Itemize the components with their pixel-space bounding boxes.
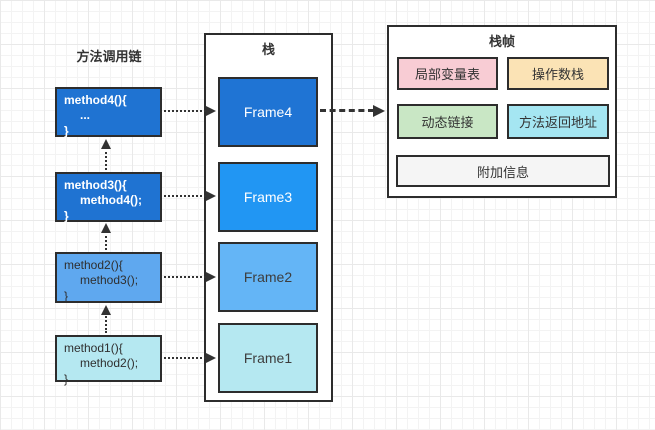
frame2-label: Frame2: [243, 269, 293, 285]
arrow-method4-frame4-head: [206, 106, 216, 116]
stack-frame-title: 栈帧: [488, 34, 515, 49]
arrow-frame4-stackframe-line: [320, 109, 374, 112]
arrow-frame4-stackframe-head: [373, 105, 385, 117]
return-address-label: 方法返回地址: [518, 115, 597, 130]
method2-box: method2(){ method3(); }: [55, 252, 162, 303]
dynamic-linking-label: 动态链接: [421, 115, 474, 130]
operand-stack-label: 操作数栈: [531, 67, 584, 82]
frame3-label: Frame3: [243, 189, 293, 205]
frame3-box: Frame3: [218, 162, 318, 232]
arrow-method2-frame2-line: [164, 276, 206, 278]
method2-line1: method2(){: [64, 258, 123, 272]
method1-line2: method2();: [80, 356, 139, 371]
additional-info-box: 附加信息: [396, 155, 610, 187]
method3-box: method3(){ method4(); }: [55, 172, 162, 223]
method1-line3: }: [64, 371, 69, 386]
additional-info-label: 附加信息: [476, 164, 529, 180]
arrow-method4-frame4-line: [164, 110, 206, 112]
arrow-method1-frame1-line: [164, 357, 206, 359]
arrow-method2-frame2-head: [206, 272, 216, 282]
arrow-method1-method2-head: [101, 305, 111, 315]
method2-line2: method3();: [80, 273, 139, 288]
arrow-method3-frame3-head: [206, 191, 216, 201]
method1-line1: method1(){: [64, 341, 123, 355]
frame1-label: Frame1: [243, 350, 293, 366]
return-address-box: 方法返回地址: [507, 104, 609, 139]
arrow-method3-method4-head: [101, 139, 111, 149]
arrow-method1-method2-line: [105, 313, 107, 333]
method4-line3: }: [64, 123, 69, 138]
call-chain-title: 方法调用链: [76, 49, 142, 64]
method4-line2: ...: [80, 108, 91, 123]
operand-stack-box: 操作数栈: [507, 57, 609, 90]
method2-line3: }: [64, 288, 69, 303]
frame1-box: Frame1: [218, 323, 318, 393]
arrow-method1-frame1-head: [206, 353, 216, 363]
method3-line2: method4();: [80, 193, 142, 208]
method3-line1: method3(){: [64, 178, 127, 192]
arrow-method3-method4-line: [105, 147, 107, 170]
local-variable-table-box: 局部变量表: [397, 57, 498, 90]
frame4-box: Frame4: [218, 77, 318, 147]
method4-line1: method4(){: [64, 93, 127, 107]
method1-box: method1(){ method2(); }: [55, 335, 162, 386]
method4-box: method4(){ ... }: [55, 87, 162, 138]
method3-line3: }: [64, 208, 69, 223]
local-variable-table-label: 局部变量表: [414, 67, 480, 82]
frame2-box: Frame2: [218, 242, 318, 312]
arrow-method2-method3-line: [105, 231, 107, 250]
arrow-method2-method3-head: [101, 223, 111, 233]
frame4-label: Frame4: [243, 104, 293, 120]
dynamic-linking-box: 动态链接: [397, 104, 498, 139]
stack-title: 栈: [261, 42, 275, 57]
arrow-method3-frame3-line: [164, 195, 206, 197]
